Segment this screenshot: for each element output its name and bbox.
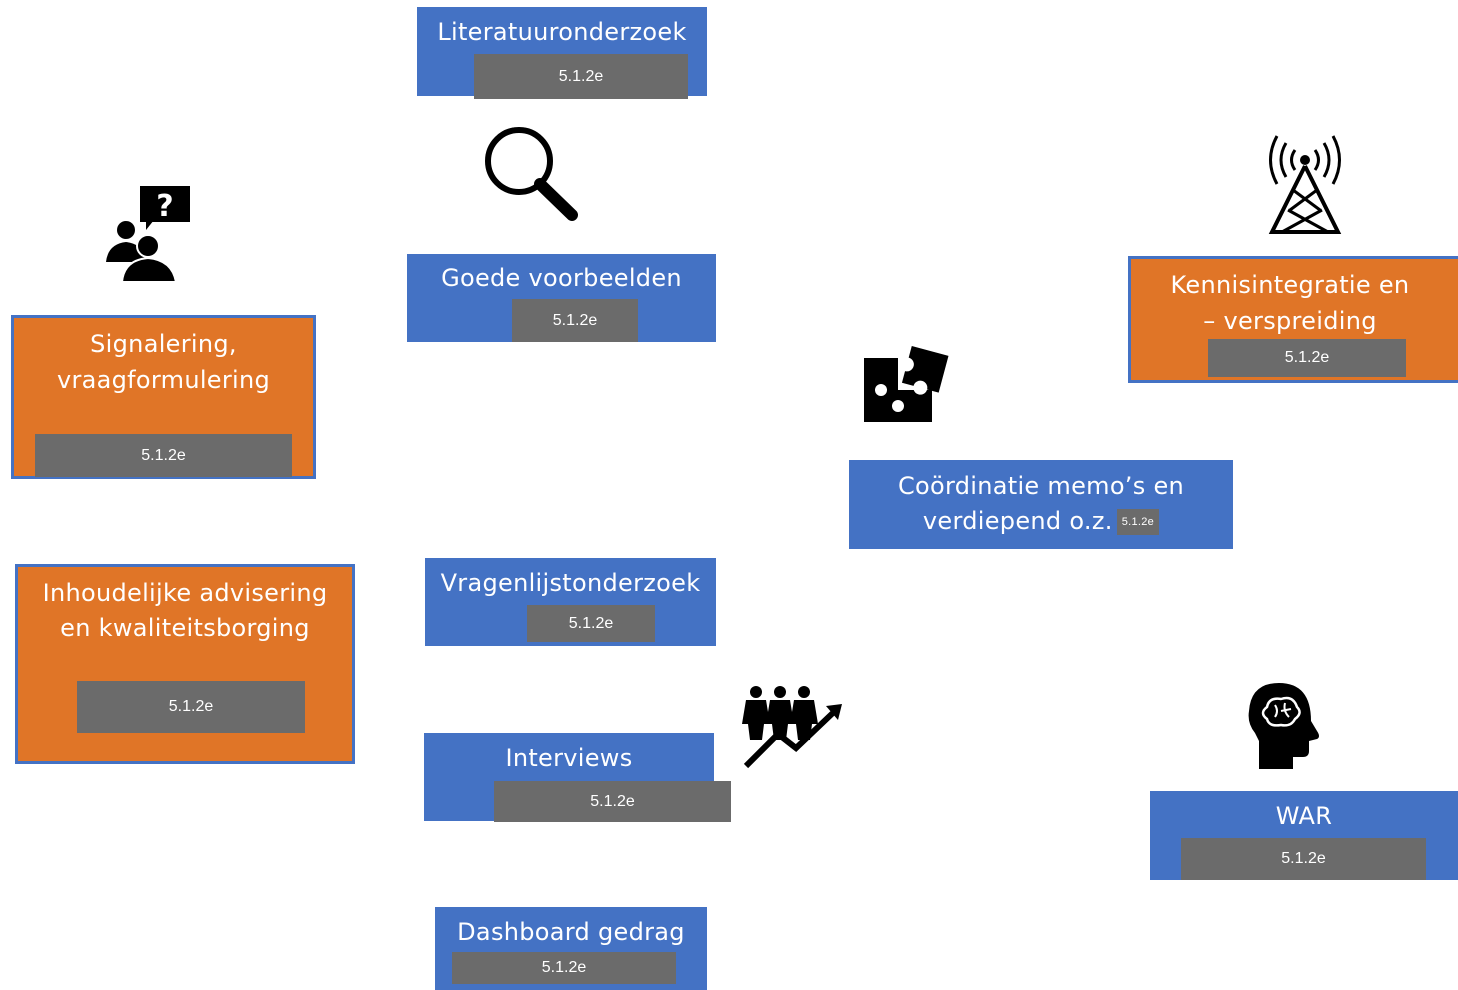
- box-title-line2: – verspreiding: [1203, 307, 1377, 335]
- box-literatuuronderzoek: Literatuuronderzoek 5.1.2e: [417, 7, 707, 99]
- brain-head-icon: [1248, 683, 1319, 769]
- code-tag: 5.1.2e: [494, 781, 731, 822]
- box-goede-voorbeelden: Goede voorbeelden 5.1.2e: [407, 254, 716, 342]
- box-dashboard-gedrag: Dashboard gedrag 5.1.2e: [435, 907, 707, 990]
- people-growth-icon: [742, 686, 842, 769]
- box-title: Literatuuronderzoek: [437, 18, 687, 46]
- box-title-line2: vraagformulering: [56, 366, 271, 394]
- box-title-line2: en kwaliteitsborging: [60, 614, 310, 642]
- box-kennisintegratie: Kennisintegratie en – verspreiding 5.1.2…: [1128, 256, 1458, 383]
- svg-text:?: ?: [156, 189, 173, 224]
- radio-tower-icon: [1268, 135, 1342, 234]
- box-war: WAR 5.1.2e: [1150, 791, 1458, 880]
- code-tag: 5.1.2e: [35, 434, 292, 477]
- box-title-line1: Coördinatie memo’s en: [897, 472, 1185, 500]
- box-coordinatie: Coördinatie memo’s en verdiepend o.z.5.1…: [849, 460, 1233, 549]
- box-title-line2-row: verdiepend o.z.5.1.2e: [849, 503, 1233, 539]
- code-tag: 5.1.2e: [77, 681, 305, 733]
- code-tag: 5.1.2e: [1208, 339, 1406, 377]
- code-tag: 5.1.2e: [527, 605, 655, 642]
- code-tag: 5.1.2e: [452, 952, 676, 984]
- box-vragenlijstonderzoek: Vragenlijstonderzoek 5.1.2e: [425, 558, 716, 646]
- box-title-line1: Signalering,: [90, 330, 237, 358]
- box-title: Dashboard gedrag: [457, 918, 685, 946]
- magnifier-icon: [485, 127, 578, 221]
- people-question-icon: ?: [106, 186, 190, 283]
- puzzle-icon: [864, 346, 949, 422]
- code-tag: 5.1.2e: [1181, 838, 1426, 880]
- box-title-line2: verdiepend o.z.: [922, 507, 1113, 535]
- box-signalering: Signalering, vraagformulering 5.1.2e: [11, 315, 316, 479]
- box-title-line1: Inhoudelijke advisering: [42, 579, 328, 607]
- code-tag: 5.1.2e: [1116, 509, 1160, 535]
- code-tag: 5.1.2e: [512, 299, 638, 342]
- box-title-line1: Kennisintegratie en: [1170, 271, 1410, 299]
- box-title: Vragenlijstonderzoek: [440, 569, 701, 597]
- box-title: WAR: [1275, 802, 1333, 830]
- box-inhoudelijke-advisering: Inhoudelijke advisering en kwaliteitsbor…: [15, 564, 355, 764]
- box-title: Interviews: [505, 744, 633, 772]
- box-title: Goede voorbeelden: [441, 264, 682, 292]
- code-tag: 5.1.2e: [474, 54, 688, 99]
